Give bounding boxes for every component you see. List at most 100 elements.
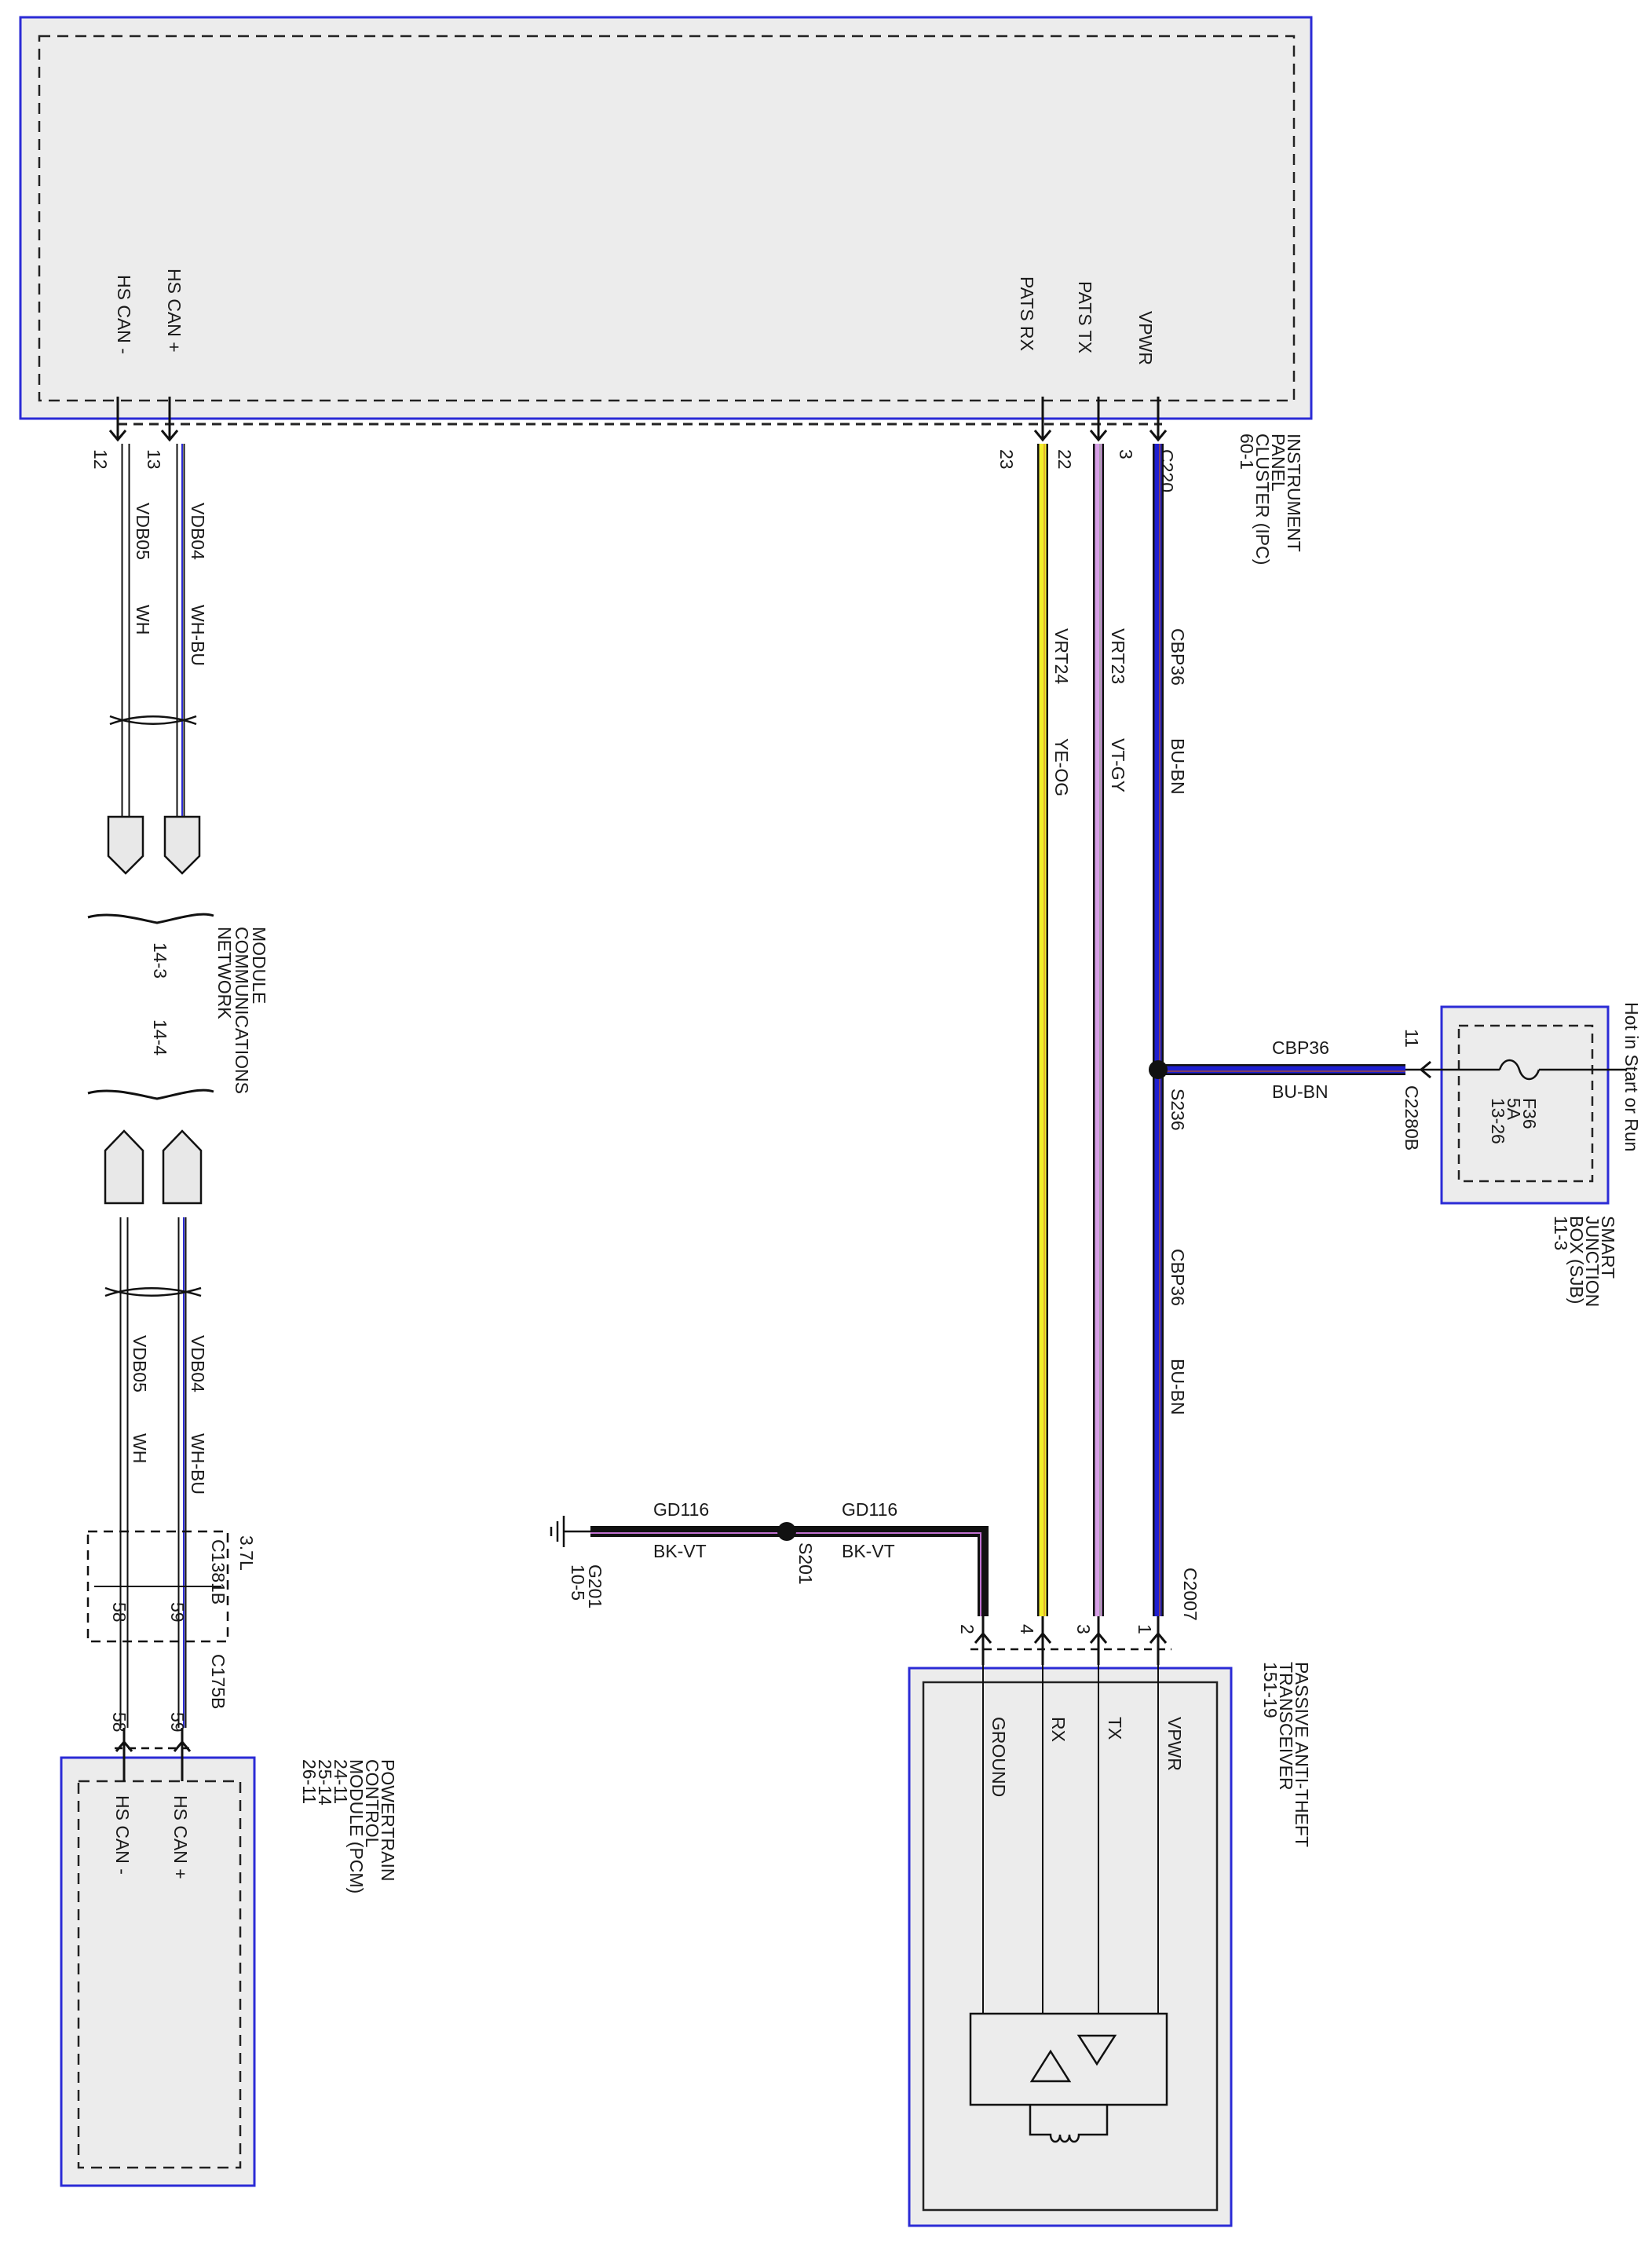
ipc-hs-can-minus-label: HS CAN - [114,275,134,354]
gd116-name-right: GD116 [842,1499,897,1520]
break-brace-bottom [87,1089,214,1100]
vdb05-name-upper: VDB05 [133,503,153,560]
ipc-pin-13: 13 [144,449,164,470]
vdb04-name-lower: VDB04 [188,1335,208,1392]
can-plus-connector-up [162,1129,203,1205]
gd116-color-right: BK-VT [842,1541,895,1561]
pats-rx-label: RX [1048,1717,1069,1742]
cbp36-name-sjb: CBP36 [1272,1037,1329,1058]
can-plus-connector-down [163,815,201,875]
sjb-connector-c2280b: C2280B [1402,1085,1422,1151]
ipc-pats-tx-label: PATS TX [1075,281,1095,353]
vdb04-name-upper: VDB04 [188,503,208,560]
pats-ground-label: GROUND [989,1717,1009,1797]
pcm-pin-59: 59 [167,1712,188,1733]
ground-g201-icon [550,1516,590,1547]
pats-pin-2: 2 [957,1624,978,1634]
ipc-pin-23: 23 [996,449,1017,470]
vdb04-color-upper: WH-BU [188,605,208,666]
vdb05-name-lower: VDB05 [130,1335,150,1392]
antenna-coil-icon [1029,2105,1109,2143]
network-ref-bottom: 14-4 [150,1019,170,1056]
can-minus-connector-down [107,815,144,875]
vdb04-color-lower: WH-BU [188,1433,208,1495]
ipc-name: INSTRUMENT PANEL CLUSTER (IPC) 60-1 [1237,434,1304,570]
pats-vpwr-label: VPWR [1164,1717,1185,1771]
splice-s201-label: S201 [795,1542,816,1585]
ipc-pin-chevrons [108,397,1168,442]
c1381b-pin-58: 58 [109,1602,130,1623]
sjb-name: SMART JUNCTION BOX (SJB) 11-3 [1551,1216,1618,1312]
transmit-triangle-icon [1076,2034,1117,2066]
ground-g201-label: G201 10-5 [568,1564,605,1614]
pats-wires [590,444,1405,1616]
splice-s201-dot [777,1522,796,1541]
ipc-vpwr-label: VPWR [1135,311,1156,365]
pcm-pin-chevrons [115,1728,192,1781]
twisted-pair-symbol-lower [104,1286,202,1297]
splice-s236-dot [1149,1060,1168,1079]
transceiver-block [969,2012,1168,2106]
can-wires-lower [86,1129,229,1728]
pcm-hs-can-minus-label: HS CAN - [112,1795,133,1875]
pats-inner-box [922,1681,1219,2212]
vrt24-color: YE-OG [1051,738,1072,796]
ipc-inner-dashed-box [38,35,1296,402]
pats-pin-3: 3 [1073,1624,1094,1634]
network-name: MODULE COMMUNICATIONS NETWORK [214,927,269,1099]
ipc-pats-rx-label: PATS RX [1017,276,1037,351]
vrt24-name: VRT24 [1051,628,1072,684]
gd116-color-left: BK-VT [653,1541,707,1561]
vrt23-color: VT-GY [1108,738,1128,792]
pcm-pin-58: 58 [109,1712,130,1733]
can-wires-upper [107,444,201,875]
receive-triangle-icon [1029,2049,1072,2083]
ipc-pin-3: 3 [1116,449,1136,459]
pcm-inner-dashed-box [77,1780,242,2169]
network-break [87,913,214,1100]
cbp36-name-upper: CBP36 [1168,628,1188,686]
splice-s236-label: S236 [1168,1089,1188,1131]
pats-tx-label: TX [1105,1717,1125,1740]
fuse-f36-label: F36 5A 13-26 [1488,1098,1540,1144]
sjb-pin-11: 11 [1402,1029,1422,1048]
pats-connector-c2007: C2007 [1180,1568,1201,1621]
pcm-name: POWERTRAIN CONTROL MODULE (PCM) 24-11 25… [299,1759,398,1899]
vdb05-color-upper: WH [133,605,153,635]
pcm-connector-c175b: C175B [208,1654,228,1709]
cbp36-color-lower: BU-BN [1168,1359,1188,1415]
c1381b-dashed-box [86,1530,229,1643]
vdb05-color-lower: WH [130,1433,150,1463]
gd116-name-left: GD116 [653,1499,709,1520]
pats-module-box [908,1667,1233,2227]
sjb-pin-chevron [1419,1060,1431,1079]
pats-pin-chevrons [974,1616,1168,1665]
c1381b-engine-label: 3.7L [236,1535,257,1571]
fuse-f36-icon [1498,1059,1541,1081]
vrt23-name: VRT23 [1108,628,1128,684]
pats-name: PASSIVE ANTI-THEFT TRANSCEIVER 151-19 [1260,1662,1312,1852]
pcm-module: HS CAN - HS CAN + POWERTRAIN CONTROL MOD… [60,1747,398,2187]
twisted-pair-symbol-upper [109,715,197,726]
pats-module: GROUND RX TX VPWR PASSIVE ANTI-THEFT TRA… [908,1662,1312,2227]
cbp36-color-sjb: BU-BN [1272,1081,1329,1102]
ipc-module: HS CAN - HS CAN + PATS RX PATS TX VPWR I… [19,16,1313,570]
ipc-module-box [19,16,1313,420]
sjb-module: F36 5A 13-26 Hot in Start or Run SMART J… [1405,1002,1642,1312]
sjb-module-box [1440,1005,1610,1205]
pats-pin-1: 1 [1135,1624,1155,1634]
ipc-pin-12: 12 [90,449,111,470]
can-minus-connector-up [104,1129,144,1205]
cbp36-name-lower: CBP36 [1168,1249,1188,1306]
c1381b-label: C1381B [208,1539,228,1604]
cbp36-color-upper: BU-BN [1168,738,1188,795]
pcm-hs-can-plus-label: HS CAN + [170,1795,191,1879]
ipc-hs-can-plus-label: HS CAN + [164,269,185,353]
network-ref-top: 14-3 [150,942,170,979]
pcm-module-box [60,1756,256,2187]
sjb-inner-dashed-box [1457,1024,1594,1183]
c1381b-pin-59: 59 [167,1602,188,1623]
sjb-supply-label: Hot in Start or Run [1621,1002,1642,1151]
ipc-pin-22: 22 [1054,449,1075,470]
